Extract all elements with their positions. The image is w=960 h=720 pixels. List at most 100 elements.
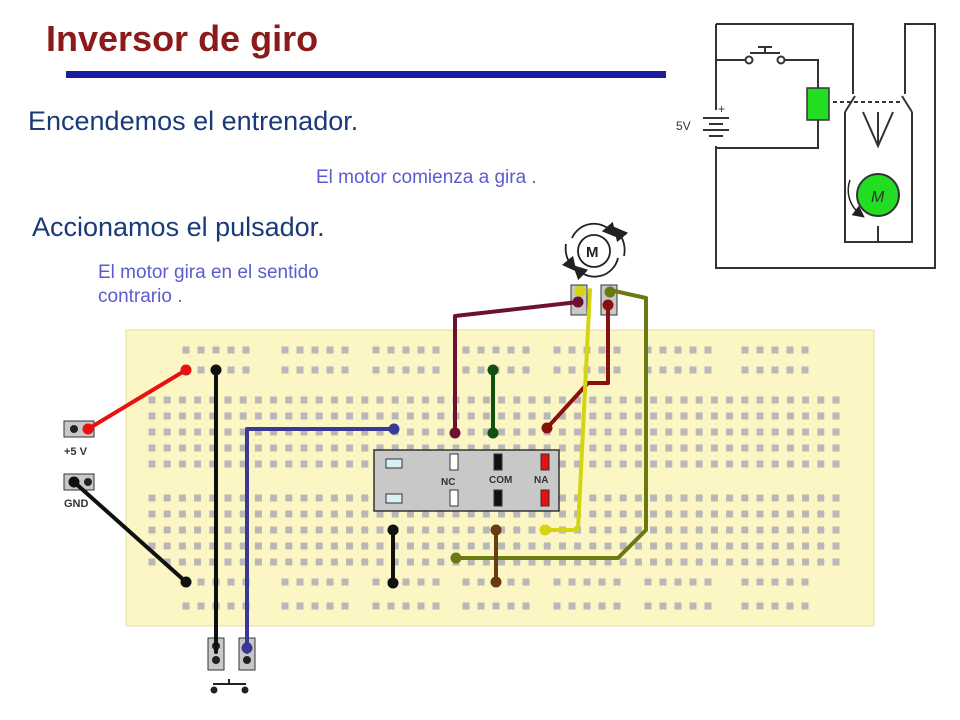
breadboard-hole xyxy=(680,460,688,468)
breadboard-hole xyxy=(417,366,425,374)
step2-heading: Accionamos el pulsador. xyxy=(32,212,325,242)
breadboard-hole xyxy=(710,510,718,518)
breadboard-hole xyxy=(832,444,840,452)
breadboard-hole xyxy=(513,428,521,436)
relay-nc-label: NC xyxy=(441,477,455,488)
breadboard-hole xyxy=(619,526,627,534)
relay: NC COM NA xyxy=(373,449,560,512)
breadboard-hole xyxy=(315,558,323,566)
breadboard-hole xyxy=(598,602,606,610)
breadboard-hole xyxy=(194,412,202,420)
breadboard-hole xyxy=(148,542,156,550)
breadboard-hole xyxy=(376,396,384,404)
breadboard-hole xyxy=(376,412,384,420)
wire-motor-olive xyxy=(454,288,648,560)
breadboard-hole xyxy=(802,526,810,534)
breadboard-hole xyxy=(296,346,304,354)
breadboard-hole xyxy=(659,602,667,610)
breadboard-hole xyxy=(619,444,627,452)
breadboard-hole xyxy=(771,460,779,468)
breadboard-hole xyxy=(786,428,794,436)
breadboard-hole xyxy=(817,558,825,566)
breadboard-hole xyxy=(704,366,712,374)
breadboard-hole xyxy=(148,510,156,518)
breadboard-hole xyxy=(467,526,475,534)
breadboard-hole xyxy=(432,366,440,374)
breadboard-hole xyxy=(528,428,536,436)
wire-pushbutton-blue xyxy=(245,427,396,654)
breadboard-hole xyxy=(613,578,621,586)
breadboard-hole xyxy=(786,510,794,518)
breadboard-hole xyxy=(786,346,794,354)
breadboard-hole xyxy=(467,444,475,452)
breadboard-hole xyxy=(254,558,262,566)
breadboard-hole xyxy=(771,510,779,518)
breadboard-hole xyxy=(422,526,430,534)
relay-pin-left-bottom xyxy=(385,493,403,504)
breadboard-hole xyxy=(437,542,445,550)
breadboard-hole xyxy=(346,428,354,436)
schematic-plus-label: + xyxy=(718,102,725,116)
breadboard-hole xyxy=(680,494,688,502)
breadboard-hole xyxy=(361,526,369,534)
breadboard-hole xyxy=(674,366,682,374)
breadboard-hole xyxy=(376,444,384,452)
breadboard-hole xyxy=(650,396,658,404)
breadboard-hole xyxy=(437,510,445,518)
breadboard-hole xyxy=(372,366,380,374)
breadboard-hole xyxy=(163,460,171,468)
breadboard-hole xyxy=(163,510,171,518)
breadboard-hole xyxy=(817,460,825,468)
breadboard-hole xyxy=(437,412,445,420)
breadboard-hole xyxy=(817,494,825,502)
breadboard-hole xyxy=(341,602,349,610)
breadboard-hole xyxy=(300,444,308,452)
breadboard-hole xyxy=(311,366,319,374)
breadboard-hole xyxy=(619,510,627,518)
breadboard-hole xyxy=(402,578,410,586)
breadboard-hole xyxy=(209,558,217,566)
breadboard-hole xyxy=(361,460,369,468)
breadboard-hole xyxy=(477,578,485,586)
breadboard-hole xyxy=(598,346,606,354)
breadboard-hole xyxy=(802,428,810,436)
breadboard-hole xyxy=(574,412,582,420)
breadboard-hole xyxy=(659,346,667,354)
breadboard-hole xyxy=(574,444,582,452)
breadboard-hole xyxy=(832,494,840,502)
breadboard-hole xyxy=(756,412,764,420)
breadboard-hole xyxy=(178,494,186,502)
schematic-pushbutton xyxy=(744,46,786,65)
breadboard-hole xyxy=(710,460,718,468)
breadboard-hole xyxy=(270,558,278,566)
breadboard-hole xyxy=(650,542,658,550)
breadboard-hole xyxy=(756,558,764,566)
breadboard-hole xyxy=(452,526,460,534)
breadboard-hole xyxy=(285,542,293,550)
breadboard-hole xyxy=(786,526,794,534)
breadboard-hole xyxy=(528,526,536,534)
wire-endpoints xyxy=(68,285,616,654)
breadboard-hole xyxy=(224,526,232,534)
breadboard-hole xyxy=(462,602,470,610)
breadboard-hole xyxy=(802,412,810,420)
breadboard-hole xyxy=(832,510,840,518)
breadboard-hole xyxy=(513,526,521,534)
breadboard-hole xyxy=(498,542,506,550)
breadboard-hole xyxy=(726,428,734,436)
breadboard-hole xyxy=(467,412,475,420)
breadboard-hole xyxy=(254,444,262,452)
breadboard-hole xyxy=(598,578,606,586)
breadboard-hole xyxy=(300,558,308,566)
breadboard-hole xyxy=(270,412,278,420)
breadboard-hole xyxy=(178,428,186,436)
breadboard-hole xyxy=(574,542,582,550)
breadboard-hole xyxy=(513,542,521,550)
breadboard-hole xyxy=(296,366,304,374)
breadboard-hole xyxy=(507,578,515,586)
breadboard-hole xyxy=(558,396,566,404)
breadboard-hole xyxy=(315,494,323,502)
ground-terminal: GND xyxy=(63,473,95,510)
breadboard-hole xyxy=(182,602,190,610)
breadboard-hole xyxy=(674,578,682,586)
